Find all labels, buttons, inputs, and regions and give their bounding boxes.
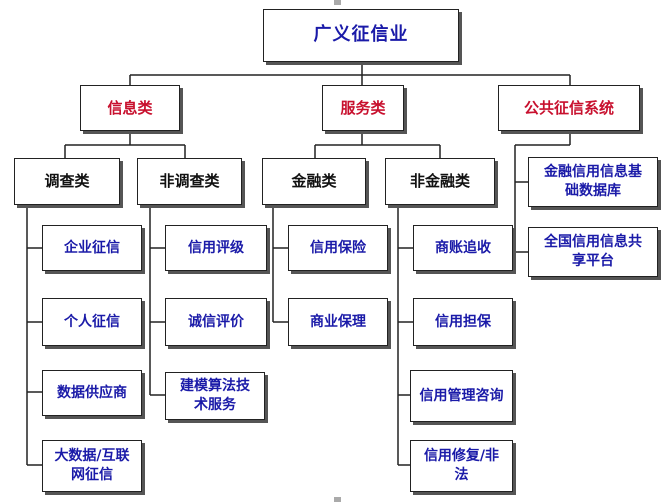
survey-item-label: 个人征信: [64, 313, 120, 330]
service-category-box: 服务类: [322, 85, 404, 131]
connector-info-level2: [64, 131, 186, 158]
connector-nonsurvey-spine: [149, 205, 165, 396]
public-system-box: 公共征信系统: [498, 85, 640, 131]
connector-survey-spine: [26, 205, 42, 466]
nonfinance-category-box: 非金融类: [385, 158, 495, 205]
nonsurvey-category-label: 非调查类: [159, 172, 220, 191]
nonfinance-item-box: 商账追收: [413, 225, 513, 271]
finance-item-box: 信用保险: [288, 225, 388, 271]
finance-category-label: 金融类: [291, 172, 337, 191]
nonfinance-item-box: 信用管理咨询: [410, 370, 513, 422]
survey-category-label: 调查类: [44, 172, 90, 191]
survey-category-box: 调查类: [14, 158, 120, 205]
nonsurvey-item-box: 建模算法技术服务: [165, 372, 265, 420]
connector-nonfinance-spine: [397, 205, 413, 466]
public-system-item-label: 全国信用信息共享平台: [544, 234, 642, 269]
public-system-label: 公共征信系统: [523, 98, 614, 117]
finance-item-label: 商业保理: [310, 313, 366, 330]
public-system-item-box: 金融信用信息基础数据库: [528, 157, 658, 207]
nonfinance-item-box: 信用担保: [413, 298, 513, 346]
connector-service-level2: [314, 131, 441, 158]
nonfinance-item-label: 信用管理咨询: [419, 387, 504, 404]
finance-category-box: 金融类: [262, 158, 366, 205]
info-category-box: 信息类: [80, 85, 180, 131]
nonsurvey-item-box: 诚信评价: [165, 298, 267, 346]
nonsurvey-category-box: 非调查类: [137, 158, 242, 205]
nonfinance-item-label: 商账追收: [435, 239, 491, 256]
page-top-marker: [334, 0, 341, 5]
nonsurvey-item-box: 信用评级: [165, 225, 267, 271]
connector-root-level1: [129, 62, 571, 85]
info-category-label: 信息类: [107, 98, 153, 117]
nonfinance-item-box: 信用修复/非法: [410, 440, 513, 492]
nonsurvey-item-label: 建模算法技术服务: [180, 378, 250, 413]
service-category-label: 服务类: [340, 98, 386, 117]
nonfinance-item-label: 信用修复/非法: [423, 448, 500, 483]
connector-finance-spine: [272, 205, 288, 323]
nonfinance-category-label: 非金融类: [409, 172, 470, 191]
nonsurvey-item-label: 信用评级: [188, 239, 244, 256]
root-label: 广义征信业: [313, 24, 409, 46]
finance-item-box: 商业保理: [288, 298, 388, 346]
nonsurvey-item-label: 诚信评价: [188, 313, 244, 330]
public-system-item-label: 金融信用信息基础数据库: [544, 164, 642, 199]
finance-item-label: 信用保险: [310, 239, 366, 256]
survey-item-label: 企业征信: [64, 239, 120, 256]
public-system-item-box: 全国信用信息共享平台: [528, 227, 658, 277]
nonfinance-item-label: 信用担保: [435, 313, 491, 330]
survey-item-box: 数据供应商: [42, 370, 142, 416]
survey-item-box: 个人征信: [42, 298, 142, 346]
survey-item-box: 大数据/互联网征信: [42, 440, 142, 492]
survey-item-box: 企业征信: [42, 225, 142, 271]
survey-item-label: 大数据/互联网征信: [54, 448, 130, 483]
root-box: 广义征信业: [263, 9, 459, 62]
page-bottom-marker: [334, 497, 341, 502]
survey-item-label: 数据供应商: [57, 384, 127, 401]
